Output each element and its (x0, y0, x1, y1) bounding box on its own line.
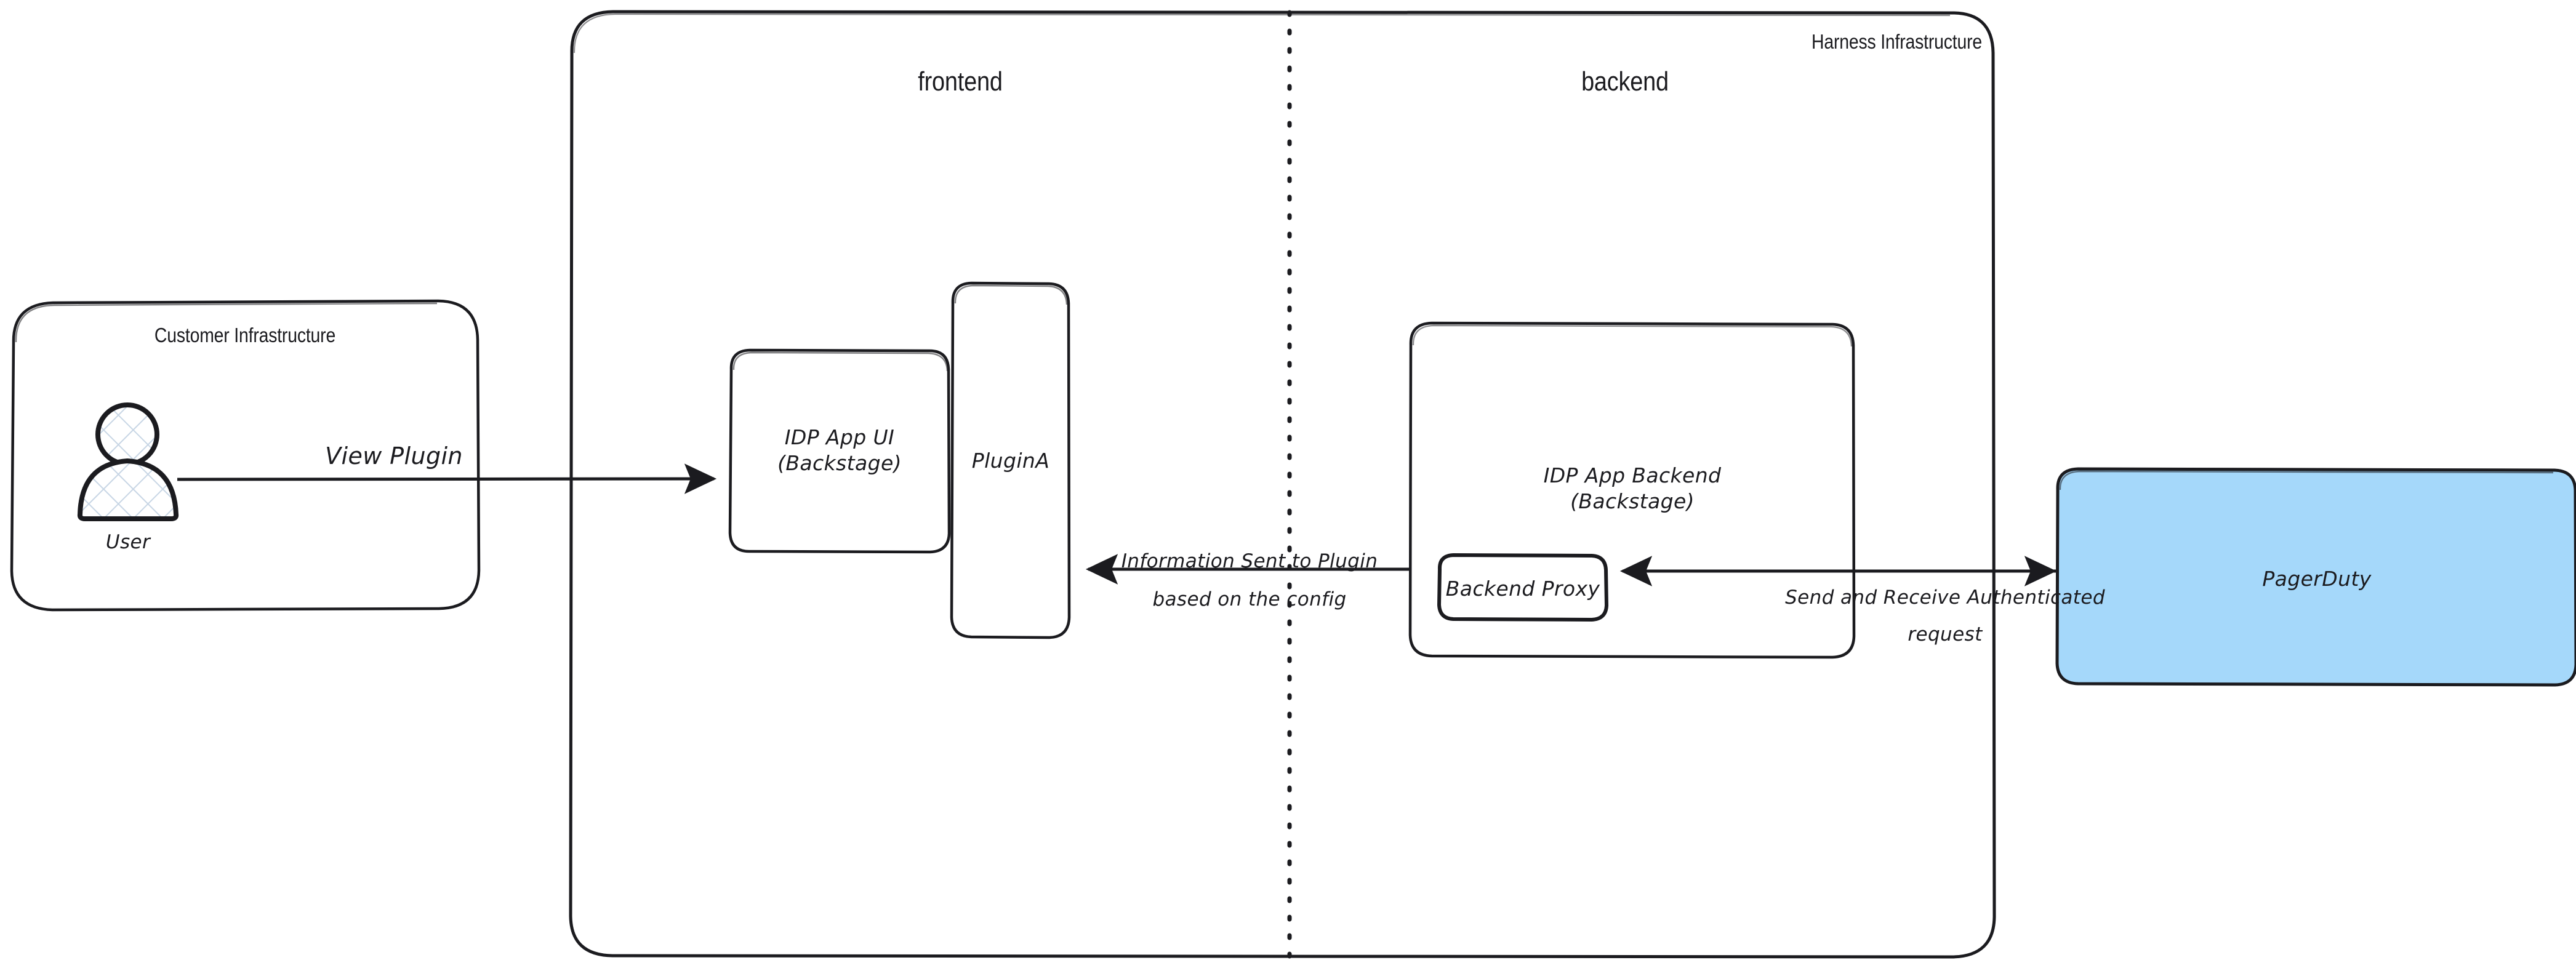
node-idp-app-ui (728, 348, 951, 554)
user-actor-icon (77, 402, 179, 521)
node-backend-proxy (1437, 553, 1608, 622)
node-plugin-a (950, 281, 1071, 639)
node-pagerduty (2055, 467, 2576, 687)
harness-infrastructure-container (569, 10, 1996, 959)
customer-infrastructure-container (10, 299, 481, 612)
